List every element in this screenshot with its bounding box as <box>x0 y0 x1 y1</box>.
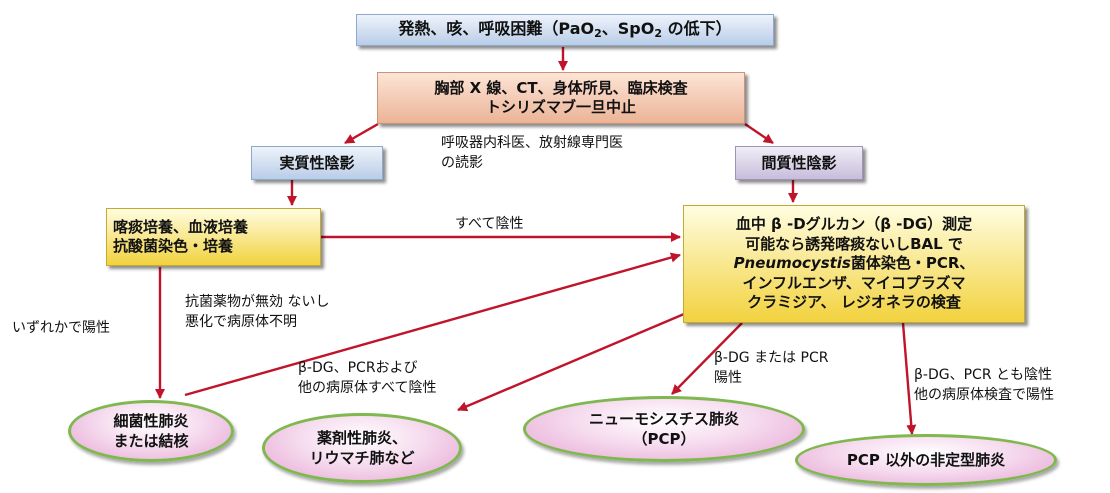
label-bdg-or-pcr-positive: β-DG または PCR 陽性 <box>714 350 829 387</box>
drug-induced-line-2: リウマチ肺など <box>309 449 415 467</box>
culture-line-2: 抗酸菌染色・培養 <box>113 237 234 255</box>
symptoms-text: 発熱、咳、呼吸困難（PaO2、SpO2 の低下） <box>398 19 732 41</box>
consolidation-label: 実質性陰影 <box>279 153 355 172</box>
bdg-test-line-1: 血中 β -Dグルカン（β -DG）測定 <box>735 215 973 234</box>
label-bdg-pcr-both-negative: β-DG、PCR とも陰性 他の病原体検査で陽性 <box>914 367 1054 404</box>
culture-line-1: 喀痰培養、血液培養 <box>113 218 249 237</box>
interstitial-box: 間質性陰影 <box>735 146 863 180</box>
pcp-ellipse: ニューモシスチス肺炎 （PCP） <box>523 396 805 462</box>
label-any-positive: いずれかで陽性 <box>12 320 110 336</box>
bdg-test-line-2: 可能なら誘発喀痰ないしBAL で <box>745 234 963 253</box>
pcp-line-2: （PCP） <box>632 430 696 448</box>
exam-line-2: トシリズマブ一旦中止 <box>485 98 636 116</box>
arrow-bdg-test-to-atypical <box>901 322 917 436</box>
drug-induced-line-1: 薬剤性肺炎、 <box>316 428 407 447</box>
bacterial-pneumonia-ellipse: 細菌性肺炎 または結核 <box>68 400 234 462</box>
label-bdg-pcr-negative: β-DG、PCRおよび 他の病原体すべて陰性 <box>298 360 437 397</box>
consolidation-box: 実質性陰影 <box>251 146 383 180</box>
arrow-exam-to-interstitial <box>744 123 774 144</box>
pcp-line-1: ニューモシスチス肺炎 <box>588 409 739 428</box>
label-antibiotics-ineffective: 抗菌薬物が無効 ないし 悪化で病原体不明 <box>185 294 330 331</box>
arrow-bdg-test-to-drug-induced <box>457 301 711 412</box>
bdg-test-line-4: インフルエンザ、マイコプラズマ <box>742 273 966 292</box>
bacterial-line-1: 細菌性肺炎 <box>113 411 189 430</box>
bdg-test-line-5: クラミジア、 レジオネラの検査 <box>747 293 961 312</box>
arrow-bdg-test-to-pcp <box>671 322 743 395</box>
symptoms-box: 発熱、咳、呼吸困難（PaO2、SpO2 の低下） <box>356 14 774 46</box>
arrow-bacterial-to-bdg-test <box>184 252 681 397</box>
interstitial-label: 間質性陰影 <box>761 153 837 172</box>
atypical-label: PCP 以外の非定型肺炎 <box>846 450 1006 469</box>
exam-line-1: 胸部 X 線、CT、身体所見、臨床検査 <box>434 79 688 98</box>
atypical-pneumonia-ellipse: PCP 以外の非定型肺炎 <box>795 434 1057 486</box>
bdg-test-line-3: Pneumocystis菌体染色・PCR、 <box>733 254 975 273</box>
exam-box: 胸部 X 線、CT、身体所見、臨床検査 トシリズマブ一旦中止 <box>377 72 745 124</box>
arrow-exam-to-consolidation <box>344 122 379 145</box>
bacterial-line-2: または結核 <box>113 432 189 450</box>
culture-box: 喀痰培養、血液培養 抗酸菌染色・培養 <box>106 208 321 266</box>
label-all-negative: すべて陰性 <box>455 216 524 232</box>
bdg-test-box: 血中 β -Dグルカン（β -DG）測定 可能なら誘発喀痰ないしBAL で Pn… <box>683 205 1025 323</box>
drug-induced-pneumonia-ellipse: 薬剤性肺炎、 リウマチ肺など <box>262 413 462 483</box>
label-reading: 呼吸器内科医、放射線専門医 の読影 <box>441 135 623 172</box>
